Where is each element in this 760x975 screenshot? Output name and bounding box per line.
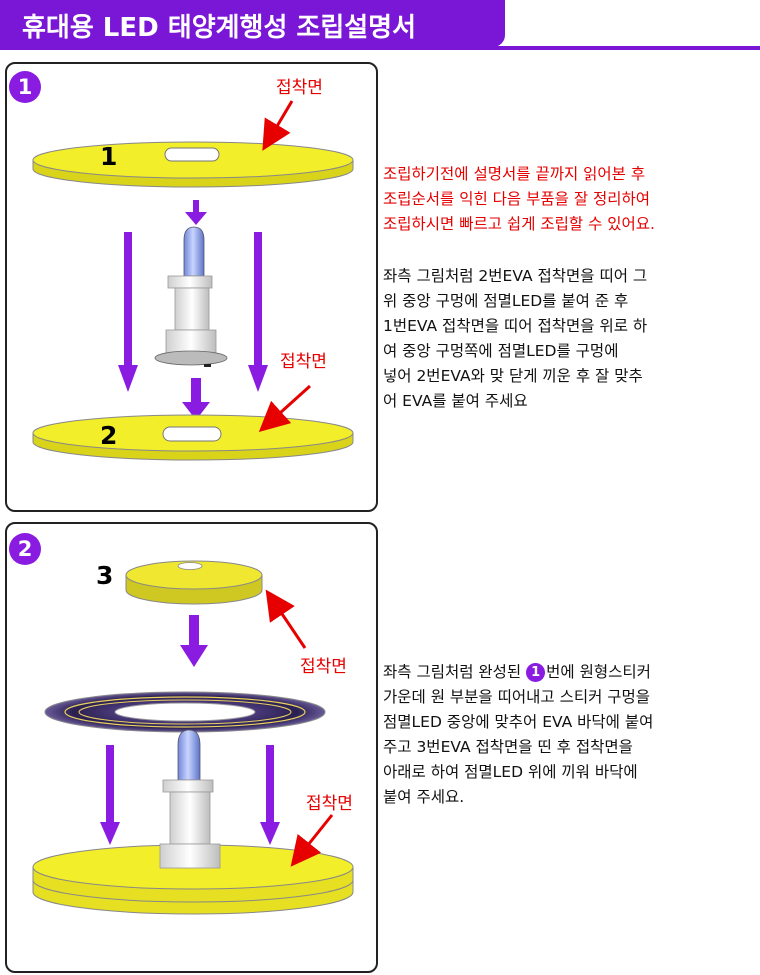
- adhesive-label-mid: 접착면: [280, 352, 327, 372]
- part-number-1: 1: [100, 142, 118, 171]
- text-line: 조립하기전에 설명서를 끝까지 읽어본 후: [383, 165, 646, 183]
- page-title: 휴대용 LED 태양계행성 조립설명서: [22, 13, 417, 43]
- text-line: 어 EVA를 붙여 주세요: [383, 392, 528, 410]
- adhesive-label-a: 접착면: [300, 657, 347, 677]
- adhesive-label-b: 접착면: [306, 794, 353, 814]
- led-unit-1: [154, 226, 228, 367]
- step2-badge: 2: [9, 533, 41, 565]
- part-number-3: 3: [96, 561, 114, 590]
- eva-disc-1: [32, 141, 354, 188]
- text-line: 점멸LED 중앙에 맞추어 EVA 바닥에 붙여: [383, 713, 654, 731]
- title-banner: [0, 0, 505, 47]
- text-line: 조립순서를 익힌 다음 부품을 잘 정리하여: [383, 190, 651, 208]
- text-line: 가운데 원 부분을 띠어내고 스티커 구멍을: [383, 688, 651, 706]
- intro-paragraph: 조립하기전에 설명서를 끝까지 읽어본 후 조립순서를 익힌 다음 부품을 잘 …: [383, 162, 655, 237]
- adhesive-label-top: 접착면: [276, 78, 323, 98]
- text-line: 좌측 그림처럼 2번EVA 접착면을 띠어 그: [383, 267, 648, 285]
- step1-arrows: [118, 200, 268, 420]
- text-fragment: 좌측 그림처럼 완성된: [383, 663, 527, 681]
- eva-disc-2: [32, 414, 354, 461]
- title-underline: [0, 46, 760, 50]
- text-line: 넣어 2번EVA와 맞 닫게 끼운 후 잘 맞추: [383, 367, 643, 385]
- text-line: 주고 3번EVA 접착면을 띤 후 접착면을: [383, 738, 633, 756]
- text-line: 위 중앙 구멍에 점멸LED를 붙여 준 후: [383, 292, 629, 310]
- led-unit-2: [159, 729, 221, 869]
- part-number-2: 2: [100, 421, 118, 450]
- text-line: 여 중앙 구멍쪽에 점멸LED를 구멍에: [383, 342, 619, 360]
- eva-disc-3: [125, 560, 263, 605]
- text-line: 아래로 하여 점멸LED 위에 끼워 바닥에: [383, 763, 638, 781]
- step1-instructions: 좌측 그림처럼 2번EVA 접착면을 띠어 그 위 중앙 구멍에 점멸LED를 …: [383, 264, 647, 414]
- step2-arrows: [100, 615, 280, 845]
- text-line: 붙여 주세요.: [383, 788, 465, 806]
- round-sticker: [44, 691, 326, 733]
- text-line: 조립하시면 빠르고 쉽게 조립할 수 있어요.: [383, 215, 655, 233]
- step1-ref-badge: 1: [526, 663, 546, 682]
- text-line: 1번EVA 접착면을 띠어 접착면을 위로 하: [383, 317, 648, 335]
- text-fragment: 번에 원형스티커: [546, 663, 651, 681]
- step1-badge: 1: [9, 71, 41, 103]
